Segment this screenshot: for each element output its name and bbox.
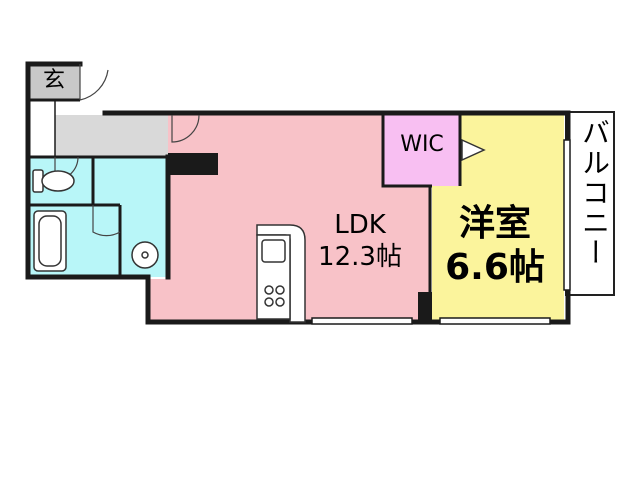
windows — [311, 139, 571, 325]
wic-label: WIC — [400, 132, 444, 157]
ldk-size: 12.3帖 — [318, 242, 402, 272]
entrance-label: 玄 — [42, 68, 65, 93]
balcony-label: バルコニー — [578, 118, 611, 268]
ldk-floor — [148, 115, 430, 322]
kitchen-counter — [256, 224, 306, 323]
western-room-name: 洋室 — [458, 203, 531, 244]
pillar-bottom — [418, 292, 432, 324]
walls — [25, 61, 571, 325]
wic-floor — [383, 115, 460, 186]
pillar-left — [168, 153, 218, 175]
ldk-name: LDK — [334, 210, 386, 240]
western-room-label: 洋室 6.6帖 — [435, 206, 555, 286]
western-room-size: 6.6帖 — [445, 247, 545, 288]
entrance-floor — [28, 64, 80, 100]
balcony-area — [565, 111, 615, 296]
wic-arrow-icon — [461, 138, 486, 162]
ldk-label: LDK 12.3帖 — [290, 212, 430, 270]
toilet-icon — [32, 169, 75, 193]
bathtub-icon — [33, 210, 67, 272]
washbasin-icon — [131, 241, 159, 269]
hallway-floor — [55, 115, 168, 157]
